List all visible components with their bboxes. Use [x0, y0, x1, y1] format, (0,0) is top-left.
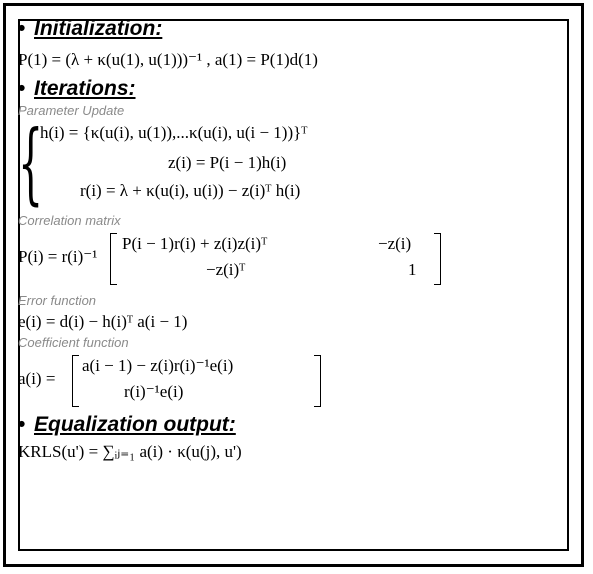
- left-bracket-icon: [110, 233, 117, 285]
- equation-init: P(1) = (λ + κ(u(1), u(1)))⁻¹ , a(1) = P(…: [18, 50, 318, 69]
- section-iterations: • Iterations:: [18, 77, 558, 101]
- matrix-cell-11: P(i − 1)r(i) + z(i)z(i)ᵀ: [122, 234, 268, 253]
- section-title: Iterations:: [34, 77, 136, 100]
- coef-row-1: a(i − 1) − z(i)r(i)⁻¹e(i): [82, 356, 234, 375]
- section-equalization-output: • Equalization output:: [18, 413, 558, 437]
- left-brace-icon: {: [18, 111, 44, 214]
- equation-h: h(i) = {κ(u(i), u(1)),...κ(u(i), u(i − 1…: [40, 123, 308, 142]
- algorithm-content: • Initialization: P(1) = (λ + κ(u(1), u(1…: [18, 17, 558, 465]
- caption-parameter-update: Parameter Update: [18, 103, 125, 118]
- caption-coefficient-function: Coefficient function: [18, 335, 129, 350]
- coef-row-2: r(i)⁻¹e(i): [124, 382, 184, 401]
- right-bracket-icon: [434, 233, 441, 285]
- correlation-matrix-equation: P(i) = r(i)⁻¹ P(i − 1)r(i) + z(i)z(i)ᵀ −…: [18, 231, 558, 287]
- equation-r: r(i) = λ + κ(u(i), u(i)) − z(i)ᵀ h(i): [80, 181, 301, 200]
- caption-correlation-matrix: Correlation matrix: [18, 213, 121, 228]
- equation-corr-lhs: P(i) = r(i)⁻¹: [18, 247, 98, 266]
- outer-frame: [3, 3, 584, 567]
- parameter-update-system: { h(i) = {κ(u(i), u(1)),...κ(u(i), u(i −…: [18, 111, 558, 214]
- equation-coef-lhs: a(i) =: [18, 369, 56, 388]
- matrix-cell-12: −z(i): [378, 234, 412, 253]
- section-initialization: • Initialization:: [18, 17, 558, 41]
- section-title: Initialization:: [34, 17, 163, 40]
- equation-z: z(i) = P(i − 1)h(i): [168, 153, 287, 172]
- caption-error-function: Error function: [18, 293, 97, 308]
- coefficient-equation: a(i) = a(i − 1) − z(i)r(i)⁻¹e(i) r(i)⁻¹e…: [18, 353, 558, 409]
- matrix-cell-22: 1: [408, 260, 417, 279]
- bullet-icon: •: [18, 17, 26, 40]
- equation-output: KRLS(u') = ∑ᵢⱼ₌₁ a(i) · κ(u(j), u'): [18, 442, 242, 461]
- right-bracket-icon: [314, 355, 321, 407]
- section-title: Equalization output:: [34, 413, 236, 436]
- matrix-cell-21: −z(i)ᵀ: [206, 260, 246, 279]
- inner-frame: [18, 19, 569, 551]
- bullet-icon: •: [18, 413, 26, 436]
- bullet-icon: •: [18, 77, 26, 100]
- equation-error: e(i) = d(i) − h(i)ᵀ a(i − 1): [18, 312, 188, 331]
- left-bracket-icon: [72, 355, 79, 407]
